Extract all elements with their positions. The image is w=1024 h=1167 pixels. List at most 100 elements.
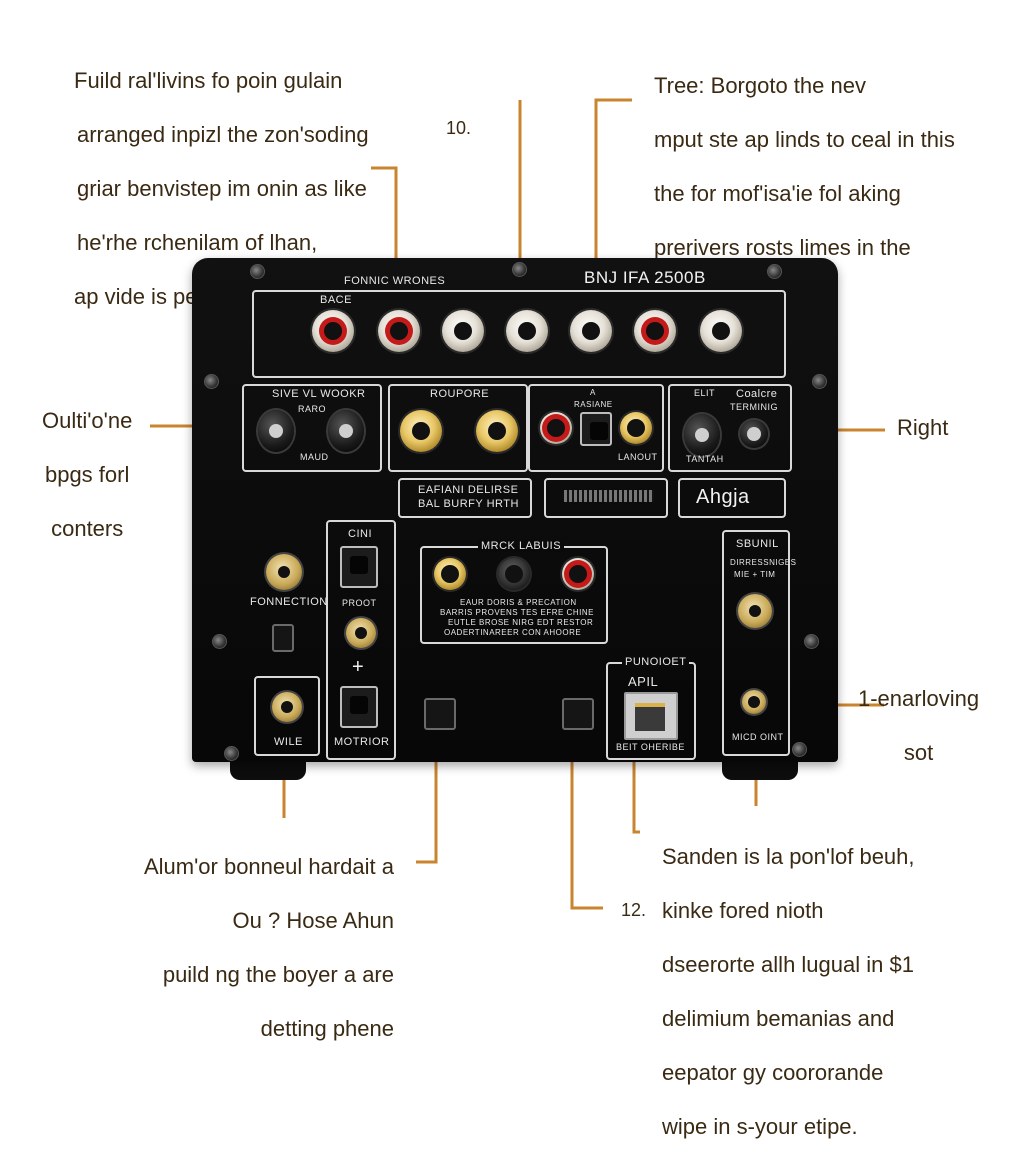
screw [512,262,527,277]
digital-label-c: LANOUT [618,452,658,462]
optical-port[interactable] [340,686,378,728]
rca-jack-red[interactable] [378,310,420,352]
sound-section: SBUNIL DIRRESSNIGES MIE + TIM MICD OINT [722,530,796,756]
digital-label-b: RASIANE [574,400,613,409]
cin-sublabel: PROOT [342,598,377,608]
rca-jack-red[interactable] [312,310,354,352]
rca-jack-gold[interactable] [620,412,652,444]
rca-jack-red[interactable] [562,558,594,590]
control-section: ELIT Coalcre TERMINIG TANTAH [668,384,792,472]
annotation-right-middle: Right [897,415,949,440]
speaker-terminal-left[interactable] [258,410,294,452]
wire-terminal[interactable] [272,692,302,722]
callout-number-top: 10. [446,118,472,138]
micro-label: MICD OINT [732,732,784,742]
control-knob[interactable] [684,414,720,456]
rca-jack-black[interactable] [498,558,530,590]
sub-woofer-sublabel: RARO [298,404,327,414]
optical-port[interactable] [580,412,612,446]
model-name: BNJ IFA 2500B [584,268,706,287]
small-switch[interactable] [272,624,294,652]
control-label-c: TERMINIG [730,402,778,412]
rca-jack-white[interactable] [442,310,484,352]
cin-label: CINI [348,528,372,540]
sound-line1: DIRRESSNIGES [730,558,797,567]
mick-section: MRCK LABUIS EAUR DORIS & PRECATION BARRI… [420,540,608,644]
input-label: ROUPORE [430,388,490,400]
input-section: ROUPORE [388,384,528,472]
rca-jack-gold[interactable] [434,558,466,590]
annotation-bottom-right: Sanden is la pon'lof beuh, kinke fored n… [662,844,915,1139]
coaxial-jack[interactable] [346,618,376,648]
amplifier-rear-panel: FONNIC WRONES BNJ IFA 2500B BACE SIVE VL… [192,258,838,762]
network-section: PUNOIOET APIL BEIT OHERIBE [606,656,696,760]
plus-sign: + [352,656,365,678]
network-bottom-label: BEIT OHERIBE [616,742,685,752]
spec-plate: EAFIANI DELIRSE BAL BURFY HRTH [398,478,532,518]
rca-jack-red[interactable] [634,310,676,352]
connection-jack[interactable] [266,554,302,590]
digital-label-a: A [590,388,596,397]
top-input-strip: BACE [252,290,786,378]
connection-label: FONNECTION [250,596,328,608]
rca-jack-gold[interactable] [476,410,518,452]
network-api-label: APIL [628,674,659,689]
rca-jack-white[interactable] [506,310,548,352]
annotation-left-middle: Oulti'o'ne bpgs forl conters [42,408,133,541]
rca-jack-white[interactable] [700,310,742,352]
speaker-terminal-right[interactable] [328,410,364,452]
brand-plate: Ahgja [678,478,786,518]
brand-name: Ahgja [696,486,750,508]
rca-jack-red[interactable] [540,412,572,444]
screw [204,374,219,389]
screw [792,742,807,757]
control-label-b: Coalcre [736,388,778,400]
callout-number-bottom: 12. [621,900,647,920]
xlr-jack[interactable] [738,594,772,628]
spec-plate-line1: EAFIANI DELIRSE [418,484,519,496]
cin-section: CINI PROOT + MOTRIOR [326,520,396,760]
screw [767,264,782,279]
leader-top-left [371,166,398,280]
sub-woofer-section: SIVE VL WOOKR RARO MAUD [242,384,382,472]
spec-plate-line2: BAL BURFY HRTH [418,498,519,510]
rca-jack-white[interactable] [570,310,612,352]
leader-bottom-center-left [416,750,438,864]
grille-plate [544,478,668,518]
annotation-right-lower: 1-enarloving sot [858,686,980,765]
wire-label: WILE [274,736,303,748]
sub-woofer-label: SIVE VL WOOKR [272,388,366,400]
network-port-label: PUNOIOET [622,656,690,668]
leader-bottom-center [570,750,603,910]
grille [564,490,654,502]
control-label-a: ELIT [694,388,716,398]
wire-section: WILE [254,676,320,756]
sound-line2: MIE + TIM [734,570,776,579]
ethernet-port[interactable] [624,692,678,740]
mick-line2: BARRIS PROVENS TES EFRE CHINE [440,608,594,617]
mick-line4: OADERTINAREER CON AHOORE [444,628,582,637]
control-bottom-label: TANTAH [686,454,724,464]
mick-line3: EUTLE BROSE NIRG EDT RESTOR [448,618,594,627]
mick-line1: EAUR DORIS & PRECATION [460,598,577,607]
screw [224,746,239,761]
sub-woofer-bottom-label: MAUD [300,452,329,462]
mick-label: MRCK LABUIS [478,540,565,552]
top-label: FONNIC WRONES [344,275,446,287]
annotation-bottom-left: Alum'or bonneul hardait a Ou ? Hose Ahun… [143,854,394,1041]
screw [212,634,227,649]
rca-jack-gold[interactable] [400,410,442,452]
small-port[interactable] [424,698,456,730]
screw [250,264,265,279]
optical-port[interactable] [340,546,378,588]
leader-top-right [594,98,632,282]
control-button[interactable] [740,420,768,448]
micro-jack[interactable] [742,690,766,714]
screw [804,634,819,649]
small-port[interactable] [562,698,594,730]
sound-label: SBUNIL [736,538,779,550]
top-strip-label: BACE [320,294,352,306]
screw [812,374,827,389]
motrior-label: MOTRIOR [334,736,390,748]
digital-input-section: A RASIANE LANOUT [528,384,664,472]
